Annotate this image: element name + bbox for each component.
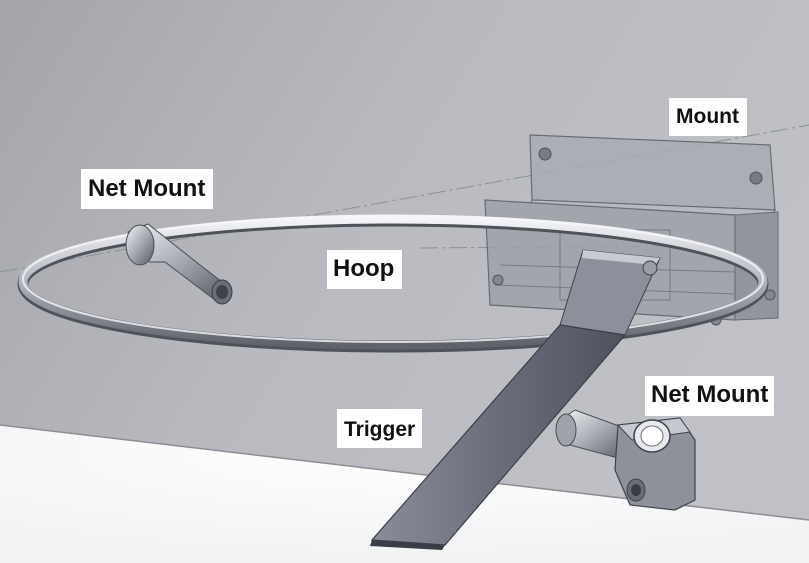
floor-plane bbox=[0, 425, 809, 563]
mount-label: Mount bbox=[669, 98, 747, 136]
trigger-label: Trigger bbox=[337, 409, 423, 448]
net-mount-loose bbox=[555, 409, 696, 511]
net-mount-on-hoop bbox=[125, 223, 233, 305]
net-mount-label-right: Net Mount bbox=[645, 376, 775, 416]
wall-background bbox=[0, 0, 809, 520]
trigger-arm bbox=[370, 249, 661, 550]
hoop-ring-highlight bbox=[22, 215, 764, 343]
hoop-label: Hoop bbox=[327, 250, 403, 289]
net-mount-label-top: Net Mount bbox=[81, 169, 214, 209]
construction-line bbox=[0, 124, 809, 273]
